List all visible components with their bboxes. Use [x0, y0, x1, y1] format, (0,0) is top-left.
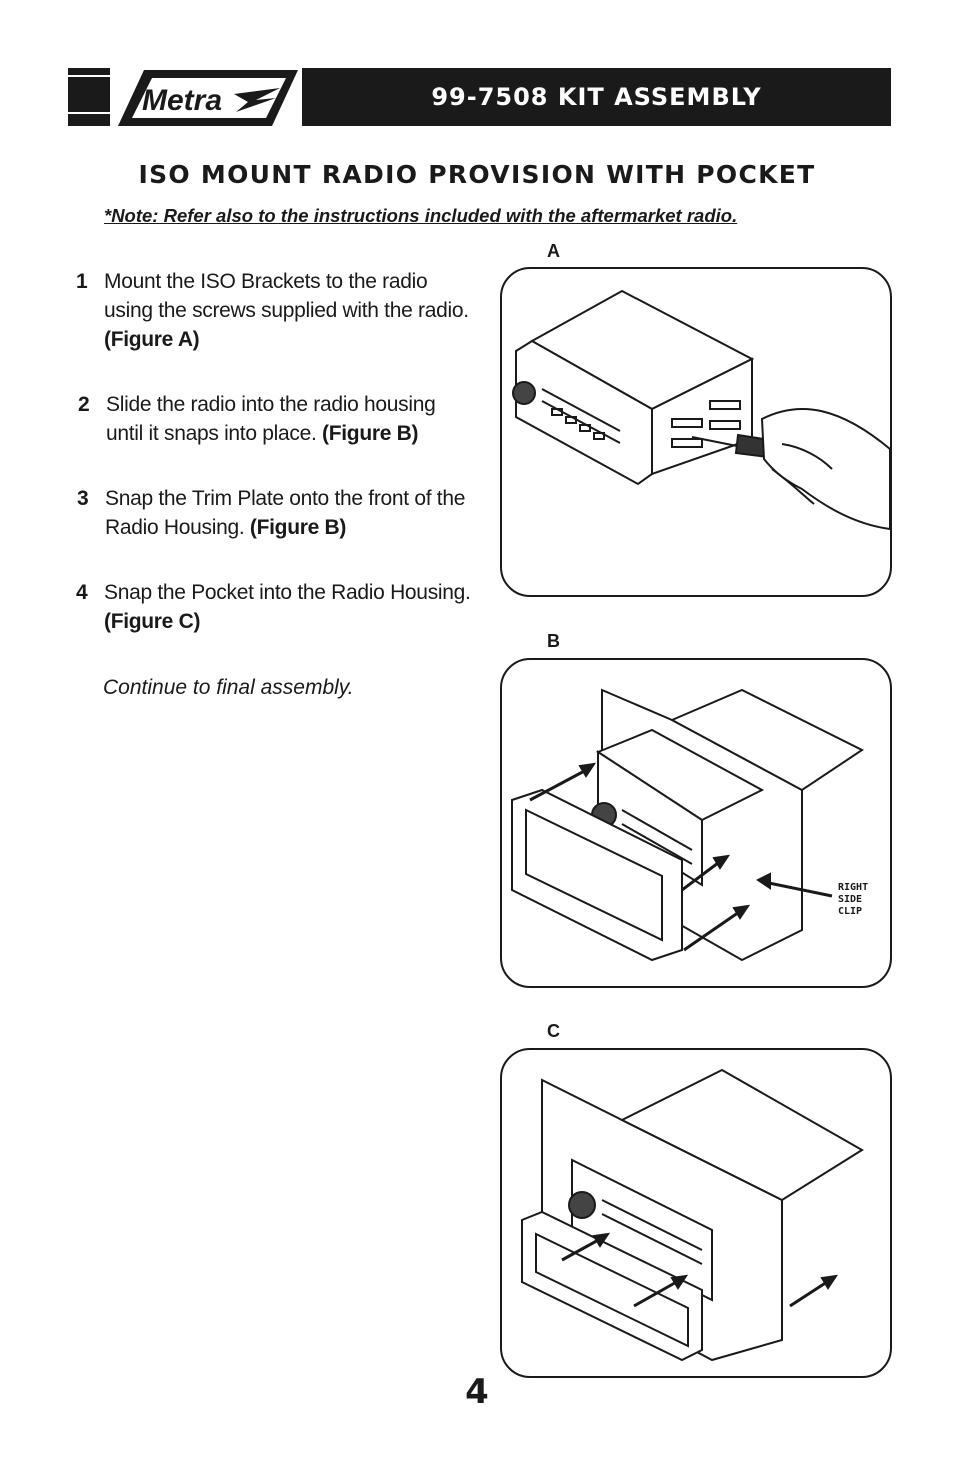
step-number: 3 [77, 487, 89, 510]
step-2: 2 Slide the radio into the radio housing… [78, 390, 478, 448]
figure-ref: (Figure A) [104, 328, 200, 351]
step-text: Slide the radio into the radio housing u… [106, 393, 436, 445]
kit-title: 99-7508 KIT ASSEMBLY [431, 83, 762, 111]
figure-a [500, 267, 892, 597]
figure-ref: (Figure C) [104, 610, 201, 633]
step-text: Snap the Pocket into the Radio Housing. … [104, 581, 471, 633]
figure-ref: (Figure B) [322, 422, 419, 445]
step-text: Snap the Trim Plate onto the front of th… [105, 487, 466, 539]
figure-c-label: C [547, 1021, 560, 1041]
figure-b-label: B [547, 631, 560, 651]
continue-text: Continue to final assembly. [103, 676, 354, 699]
step-3: 3 Snap the Trim Plate onto the front of … [77, 484, 477, 542]
section-title: ISO MOUNT RADIO PROVISION WITH POCKET [138, 160, 816, 189]
right-side-clip-callout: RIGHT SIDE CLIP [838, 882, 869, 917]
figure-a-label: A [547, 241, 560, 261]
step-number: 1 [76, 270, 88, 293]
step-number: 2 [78, 393, 90, 416]
step-text: Mount the ISO Brackets to the radio usin… [104, 270, 469, 351]
figure-c [500, 1048, 892, 1378]
header-bar-left [68, 68, 110, 126]
note: *Note: Refer also to the instructions in… [104, 205, 738, 226]
step-4: 4 Snap the Pocket into the Radio Housing… [76, 578, 476, 636]
metra-logo-text: Metra [142, 84, 222, 117]
figure-b: RIGHT SIDE CLIP [500, 658, 892, 988]
page-number: 4 [465, 1372, 489, 1412]
step-number: 4 [76, 581, 88, 604]
title-bar: 99-7508 KIT ASSEMBLY [302, 68, 891, 126]
step-1: 1 Mount the ISO Brackets to the radio us… [76, 267, 476, 354]
metra-logo: Metra [116, 68, 298, 128]
figure-ref: (Figure B) [249, 516, 347, 539]
